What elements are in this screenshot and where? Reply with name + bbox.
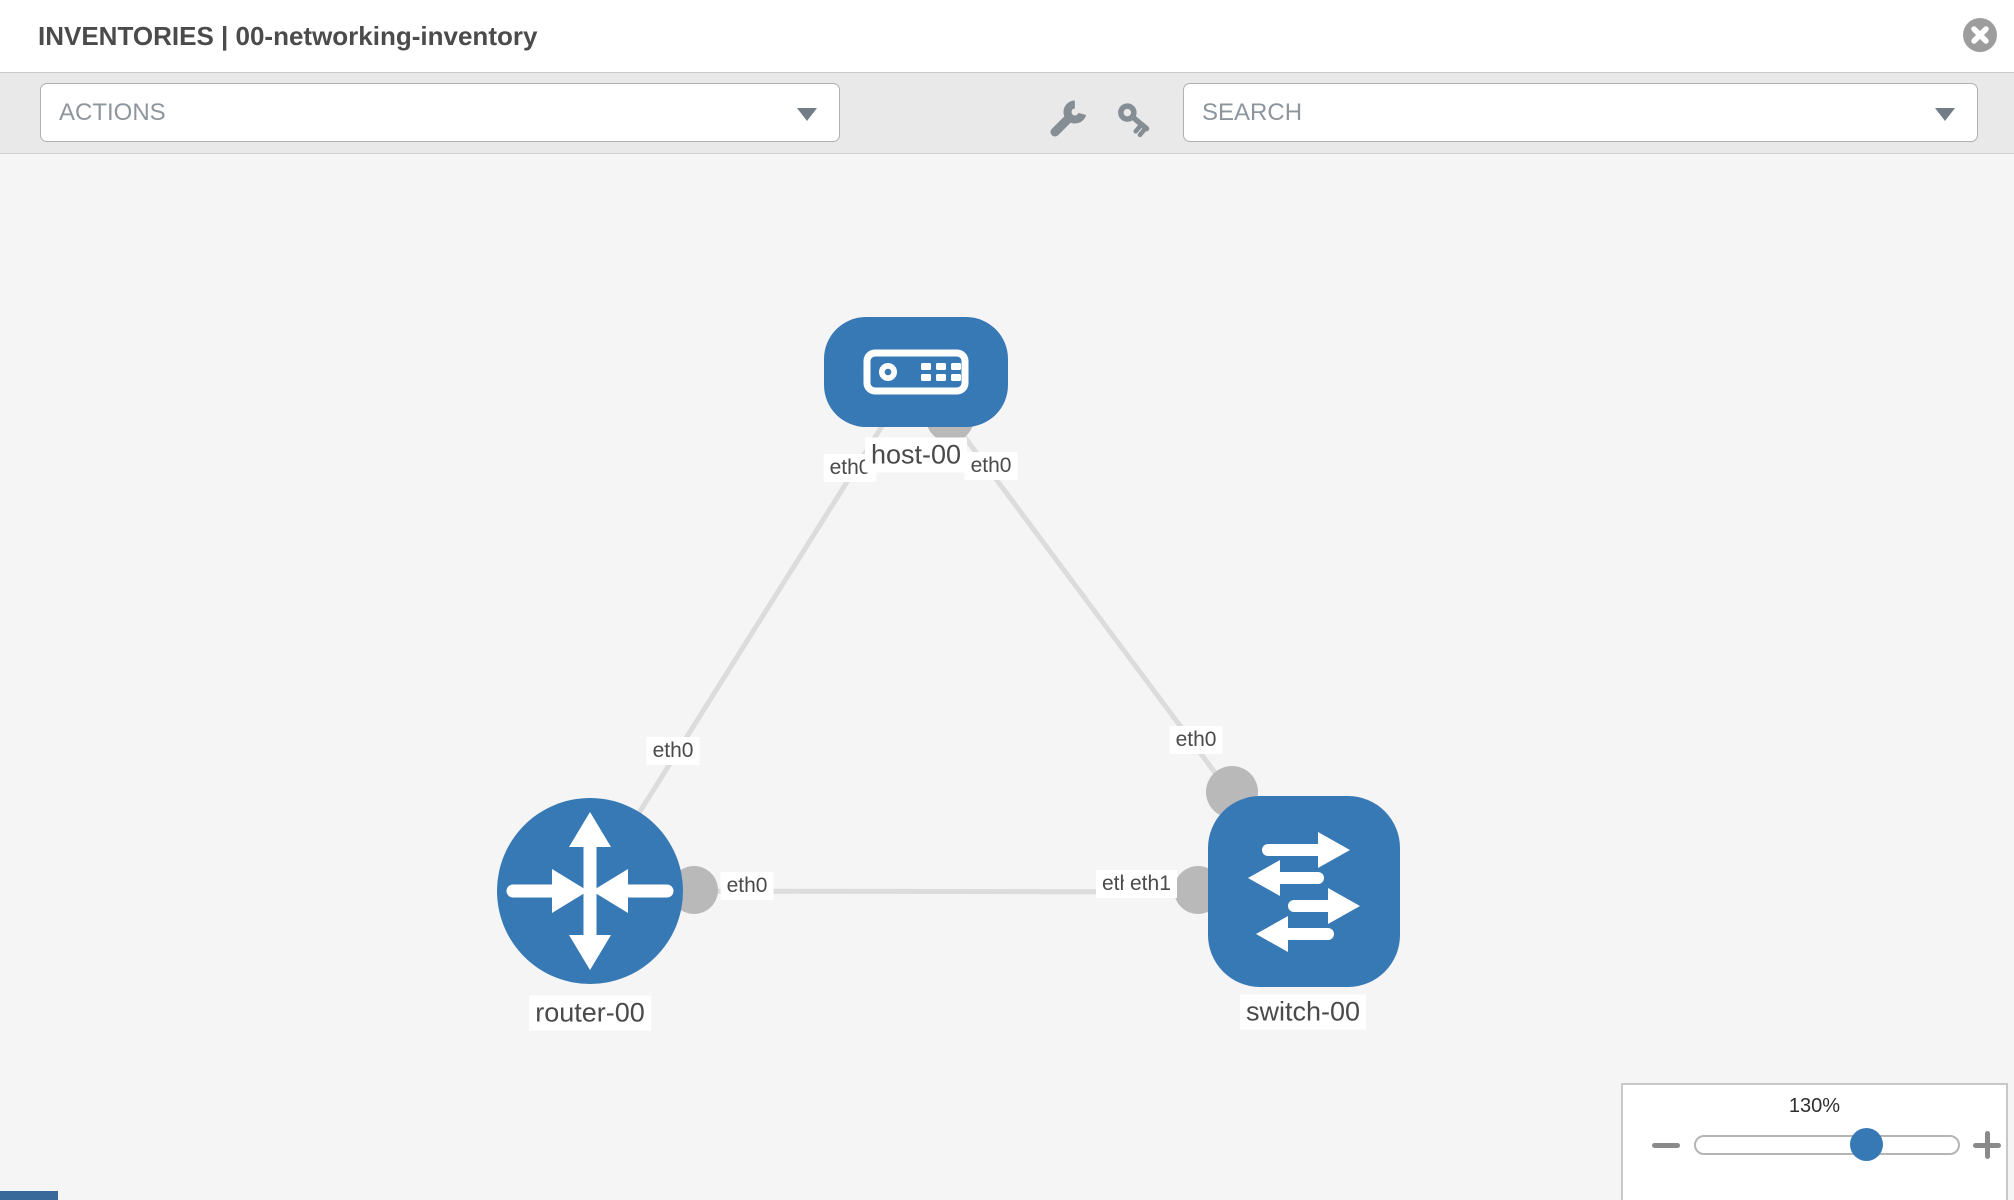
node-label-router-00: router-00 [529,995,651,1031]
iface-label-switch-eth1: eth1 [1124,870,1177,898]
close-button[interactable] [1963,18,1997,52]
node-host-00[interactable] [824,317,1008,427]
node-router-00[interactable] [497,798,683,984]
search-dropdown[interactable]: SEARCH [1183,83,1978,142]
iface-label-router-eth0-uplink: eth0 [646,737,700,765]
iface-label-host-eth0-right: eth0 [964,452,1018,480]
configure-button[interactable] [1046,97,1090,141]
page-title: INVENTORIES | 00-networking-inventory [38,21,538,51]
zoom-in-button[interactable] [1973,1131,2001,1159]
node-label-switch-00: switch-00 [1239,994,1367,1030]
zoom-percent-value: 130% [1788,1095,1841,1117]
close-icon [1963,18,1997,52]
iface-label-switch-eth0-uplink: eth0 [1169,726,1223,754]
node-switch-00[interactable] [1208,796,1400,987]
bottom-left-blue-bar [0,1191,58,1200]
zoom-control-panel: 130% [1621,1083,2008,1200]
actions-dropdown[interactable]: ACTIONS [40,83,840,142]
zoom-slider-knob[interactable] [1850,1128,1883,1161]
chevron-down-icon [1935,108,1955,121]
plus-icon [1985,1131,1990,1159]
zoom-slider-track[interactable] [1694,1128,1960,1161]
search-dropdown-label: SEARCH [1202,99,1303,126]
router-icon [506,812,674,970]
chevron-down-icon [797,108,817,121]
node-label-host-00: host-00 [864,437,968,473]
toolbar: ACTIONS SEARCH [0,73,2014,154]
wrench-icon [1050,100,1087,137]
actions-dropdown-label: ACTIONS [59,99,166,126]
zoom-out-button[interactable] [1652,1131,1680,1159]
minus-icon [1652,1143,1680,1148]
iface-label-router-eth0-lan: eth0 [720,872,774,900]
credentials-button[interactable] [1113,97,1157,141]
host-icon [863,349,969,395]
key-icon [1118,103,1150,138]
switch-icon [1248,832,1360,952]
header-bar: INVENTORIES | 00-networking-inventory [0,0,2014,73]
